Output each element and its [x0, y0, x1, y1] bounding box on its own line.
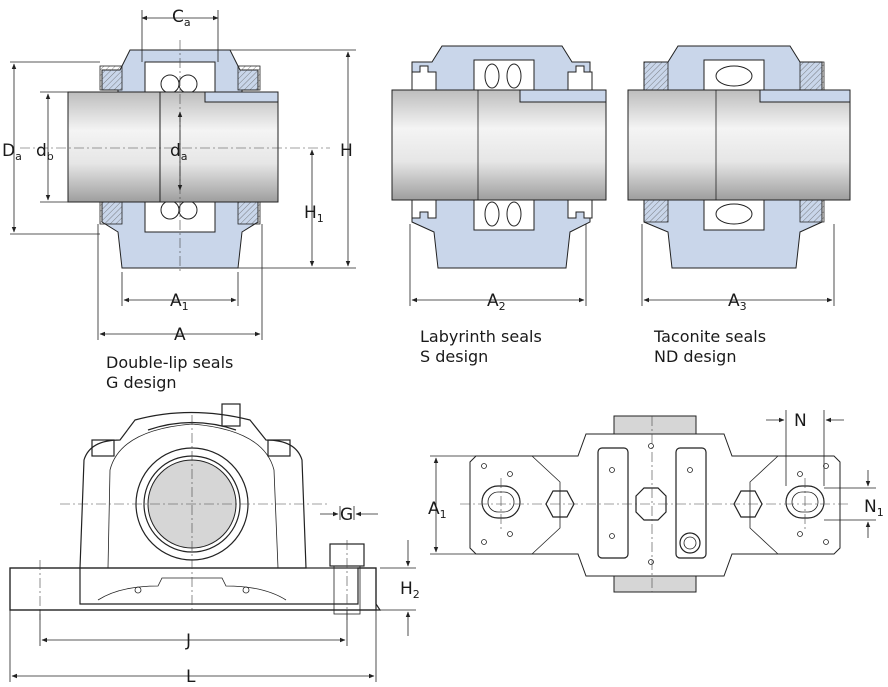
g-ball-top-1 [160, 74, 180, 94]
g-ball-bottom-2 [178, 200, 198, 220]
g-right-seal-top [237, 65, 261, 91]
nd-design-section-view: A3 Taconite seals ND design [627, 45, 851, 366]
g-left-seal-top [99, 65, 123, 91]
s-design-caption-line1: Labyrinth seals [420, 327, 542, 346]
dim-l-label: L [186, 667, 196, 687]
s-roller-top-1 [484, 63, 500, 89]
s-adapter-sleeve [519, 89, 607, 103]
s-roller-top-2 [506, 63, 522, 89]
dim-h-label: H [340, 141, 353, 161]
nd-taconite-bottom-right [799, 199, 825, 223]
dim-a2-label: A2 [487, 291, 506, 313]
s-bearing-bottom [473, 199, 535, 231]
s-labyrinth-bottom-right [567, 199, 593, 219]
g-right-seal-bottom [237, 199, 261, 225]
plan-grease-plug [679, 532, 701, 554]
g-design-section-view: Ca Da db da H H1 A1 A Double-lip seals G… [2, 7, 356, 392]
nd-taconite-top-left [643, 61, 669, 91]
nd-design-caption-line1: Taconite seals [653, 327, 766, 346]
dim-db-label: db [36, 141, 54, 163]
front-body [79, 411, 307, 569]
s-roller-bottom-1 [484, 201, 500, 227]
dim-ca-label: Ca [172, 7, 191, 29]
front-base [9, 567, 382, 611]
s-bearing-top [473, 59, 535, 91]
s-labyrinth-bottom-left [411, 199, 437, 219]
dim-a1-label: A1 [170, 291, 189, 313]
dim-a1-plan-label: A1 [428, 499, 447, 521]
dim-n1-label: N1 [864, 497, 884, 519]
nd-taconite-top-right [799, 61, 825, 91]
dim-da-outer-label: Da [2, 141, 22, 163]
g-ball-top-2 [178, 74, 198, 94]
dim-a3-label: A3 [728, 291, 747, 313]
s-roller-bottom-2 [506, 201, 522, 227]
dim-da-inner-label: da [170, 141, 188, 163]
dim-n-label: N [794, 411, 807, 431]
s-shaft [391, 89, 607, 201]
dim-h1-label: H1 [304, 203, 324, 225]
plan-base-plate [469, 433, 841, 577]
g-design-caption-line1: Double-lip seals [106, 353, 233, 372]
s-design-section-view: A2 Labyrinth seals S design [391, 45, 607, 366]
nd-design-caption-line2: ND design [654, 347, 736, 366]
nd-adapter-sleeve [759, 89, 851, 103]
dim-g-label: G [340, 505, 353, 525]
g-design-caption-line2: G design [106, 373, 177, 392]
dim-a-label: A [174, 325, 186, 345]
g-ball-bottom-1 [160, 200, 180, 220]
nd-shaft [627, 89, 851, 201]
dim-h2-label: H2 [400, 579, 420, 601]
plan-view: A1 N N1 [428, 410, 884, 593]
nd-roller-bottom [715, 203, 753, 225]
g-adapter-sleeve [204, 91, 279, 103]
g-left-seal-bottom [99, 199, 123, 225]
nd-taconite-bottom-left [643, 199, 669, 223]
s-design-caption-line2: S design [420, 347, 488, 366]
dim-j-label: J [185, 631, 191, 651]
nd-roller-top [715, 65, 753, 87]
front-view: G H2 J L [9, 403, 420, 687]
